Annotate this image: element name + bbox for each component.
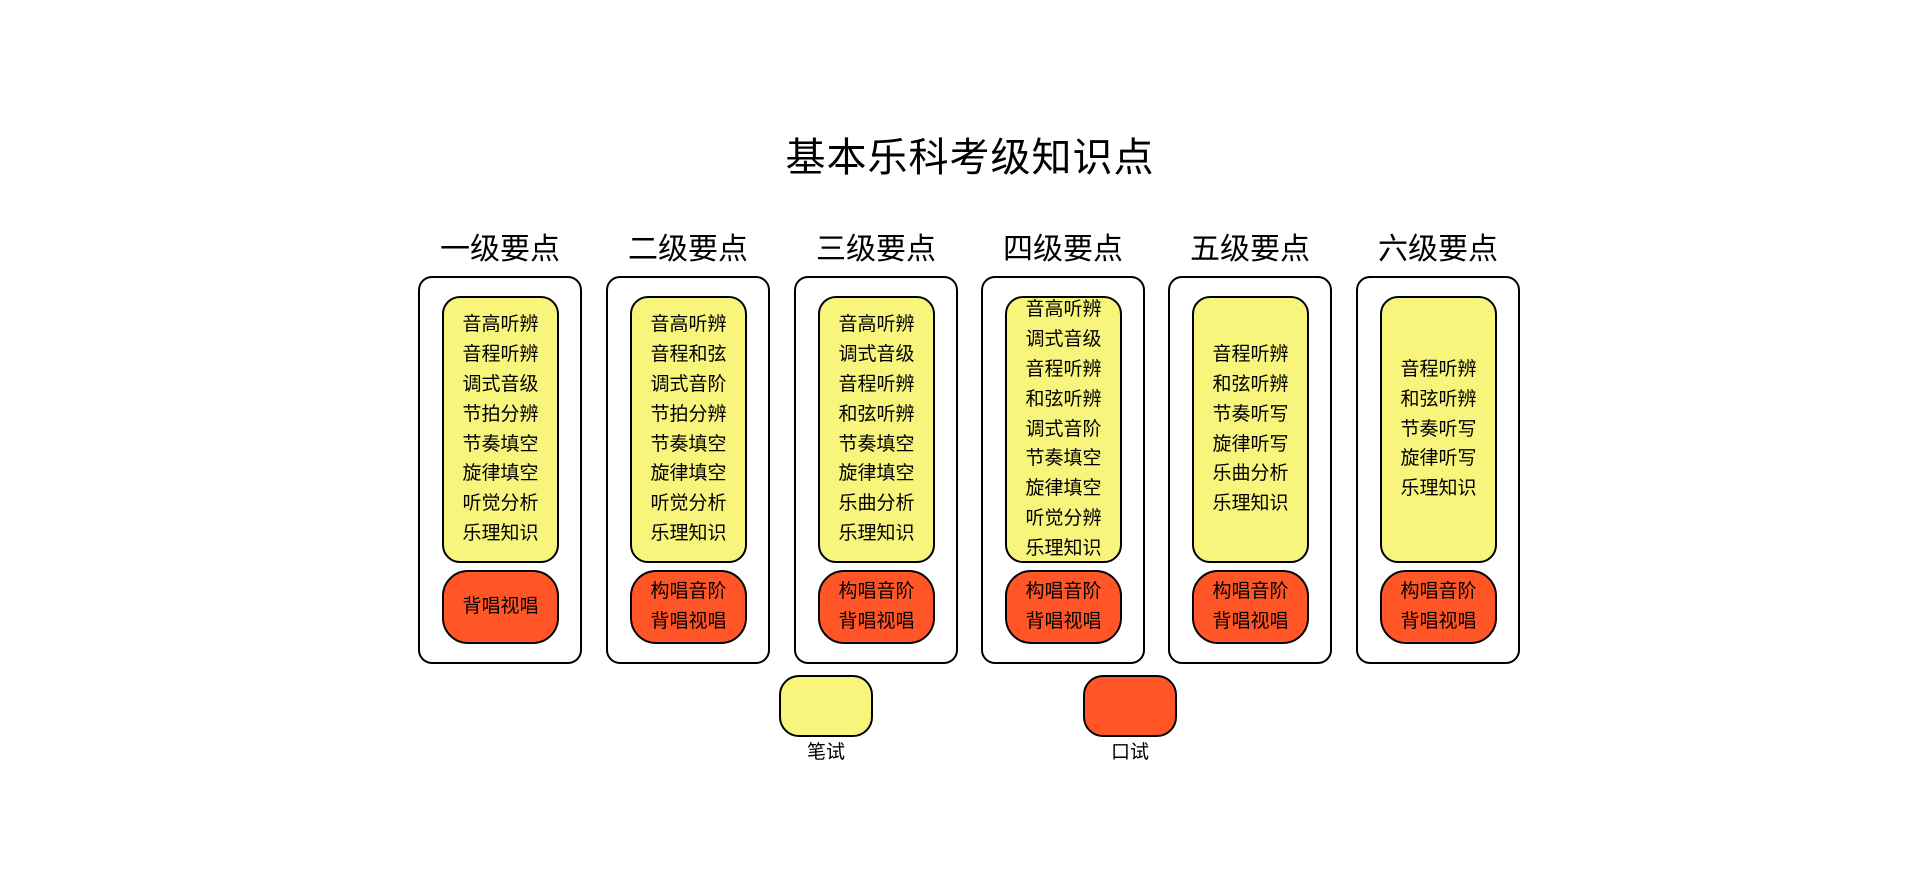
written-item: 乐曲分析 (838, 492, 915, 515)
oral-item: 背唱视唱 (1212, 610, 1289, 632)
oral-exam-block: 背唱视唱 (442, 570, 559, 644)
written-exam-block: 音高听辨调式音级音程听辨和弦听辨节奏填空旋律填空乐曲分析乐理知识 (818, 296, 935, 563)
oral-exam-block: 构唱音阶背唱视唱 (1005, 570, 1122, 644)
written-item: 音高听辨 (650, 313, 727, 336)
written-item: 节拍分辨 (650, 402, 727, 425)
written-item: 乐理知识 (1212, 492, 1289, 515)
written-item: 音程听辨 (838, 372, 915, 395)
oral-item: 构唱音阶 (838, 580, 915, 603)
level-box: 音高听辨调式音级音程听辨和弦听辨调式音阶节奏填空旋律填空听觉分辨乐理知识构唱音阶… (981, 276, 1145, 664)
level-heading: 二级要点 (628, 232, 748, 267)
written-item: 调式音级 (462, 372, 539, 395)
written-item: 节奏填空 (650, 432, 727, 455)
written-item: 音程听辨 (1025, 358, 1102, 381)
written-item: 旋律填空 (650, 462, 727, 485)
written-item: 节奏填空 (1025, 447, 1102, 470)
oral-item: 背唱视唱 (838, 610, 915, 632)
written-item: 旋律听写 (1212, 432, 1289, 455)
written-item: 听觉分析 (650, 492, 727, 515)
written-item: 音高听辨 (462, 313, 539, 336)
oral-exam-block: 构唱音阶背唱视唱 (1380, 570, 1497, 644)
legend-oral-label: 口试 (1110, 741, 1149, 763)
oral-item: 背唱视唱 (1400, 610, 1477, 632)
level-box: 音高听辨音程和弦调式音阶节拍分辨节奏填空旋律填空听觉分析乐理知识构唱音阶背唱视唱 (606, 276, 770, 664)
written-exam-block: 音高听辨音程和弦调式音阶节拍分辨节奏填空旋律填空听觉分析乐理知识 (630, 296, 747, 563)
level-column-4: 四级要点音高听辨调式音级音程听辨和弦听辨调式音阶节奏填空旋律填空听觉分辨乐理知识… (981, 228, 1145, 664)
written-item: 乐曲分析 (1212, 462, 1289, 485)
written-item: 调式音级 (1025, 328, 1102, 351)
oral-item: 背唱视唱 (462, 595, 539, 618)
level-column-2: 二级要点音高听辨音程和弦调式音阶节拍分辨节奏填空旋律填空听觉分析乐理知识构唱音阶… (606, 228, 770, 664)
written-item: 节奏听写 (1400, 417, 1477, 440)
written-item: 旋律听写 (1400, 447, 1477, 470)
written-item: 乐理知识 (1025, 536, 1102, 559)
written-item: 和弦听辨 (1212, 372, 1289, 395)
level-box: 音程听辨和弦听辨节奏听写旋律听写乐理知识构唱音阶背唱视唱 (1356, 276, 1520, 664)
written-item: 音程听辨 (1400, 358, 1477, 380)
written-exam-block: 音高听辨调式音级音程听辨和弦听辨调式音阶节奏填空旋律填空听觉分辨乐理知识 (1005, 296, 1122, 563)
written-item: 和弦听辨 (838, 402, 915, 425)
level-heading: 四级要点 (1003, 232, 1123, 267)
level-box: 音高听辨调式音级音程听辨和弦听辨节奏填空旋律填空乐曲分析乐理知识构唱音阶背唱视唱 (794, 276, 958, 664)
oral-item: 构唱音阶 (650, 580, 727, 603)
legend-oral-swatch (1083, 675, 1177, 737)
oral-exam-block: 构唱音阶背唱视唱 (1192, 570, 1309, 644)
written-item: 音高听辨 (838, 313, 915, 336)
level-column-5: 五级要点音程听辨和弦听辨节奏听写旋律听写乐曲分析乐理知识构唱音阶背唱视唱 (1168, 228, 1332, 664)
level-column-3: 三级要点音高听辨调式音级音程听辨和弦听辨节奏填空旋律填空乐曲分析乐理知识构唱音阶… (794, 228, 958, 664)
written-item: 旋律填空 (1025, 477, 1102, 500)
level-heading: 一级要点 (440, 232, 560, 267)
level-box: 音高听辨音程听辨调式音级节拍分辨节奏填空旋律填空听觉分析乐理知识背唱视唱 (418, 276, 582, 664)
written-item: 乐理知识 (1400, 477, 1477, 500)
diagram-title: 基本乐科考级知识点 (785, 135, 1155, 181)
written-item: 节奏听写 (1212, 402, 1289, 425)
written-item: 调式音阶 (1025, 417, 1102, 440)
written-exam-block: 音程听辨和弦听辨节奏听写旋律听写乐理知识 (1380, 296, 1497, 563)
oral-item: 构唱音阶 (1025, 580, 1102, 603)
oral-item: 背唱视唱 (1025, 610, 1102, 632)
oral-item: 构唱音阶 (1400, 580, 1477, 603)
written-exam-block: 音程听辨和弦听辨节奏听写旋律听写乐曲分析乐理知识 (1192, 296, 1309, 563)
written-item: 音高听辨 (1025, 298, 1102, 321)
written-item: 音程和弦 (650, 343, 727, 366)
written-item: 节奏填空 (462, 432, 539, 455)
written-item: 和弦听辨 (1025, 387, 1102, 410)
written-item: 和弦听辨 (1400, 387, 1477, 410)
legend-written-label: 笔试 (806, 741, 845, 763)
oral-item: 构唱音阶 (1212, 580, 1289, 603)
written-item: 音程听辨 (462, 343, 539, 366)
written-item: 调式音级 (838, 343, 915, 366)
oral-item: 背唱视唱 (650, 610, 727, 632)
level-heading: 三级要点 (816, 232, 936, 267)
written-item: 节拍分辨 (462, 402, 539, 425)
written-item: 音程听辨 (1212, 343, 1289, 366)
oral-exam-block: 构唱音阶背唱视唱 (630, 570, 747, 644)
legend-written-swatch (779, 675, 873, 737)
written-item: 听觉分辨 (1025, 507, 1102, 529)
written-item: 听觉分析 (462, 492, 539, 515)
level-column-1: 一级要点音高听辨音程听辨调式音级节拍分辨节奏填空旋律填空听觉分析乐理知识背唱视唱 (418, 228, 582, 664)
written-item: 调式音阶 (650, 372, 727, 395)
written-item: 旋律填空 (838, 462, 915, 485)
oral-exam-block: 构唱音阶背唱视唱 (818, 570, 935, 644)
written-item: 乐理知识 (462, 521, 539, 544)
written-item: 节奏填空 (838, 432, 915, 455)
written-item: 乐理知识 (650, 521, 727, 544)
written-item: 乐理知识 (838, 521, 915, 544)
level-heading: 六级要点 (1378, 232, 1498, 267)
level-column-6: 六级要点音程听辨和弦听辨节奏听写旋律听写乐理知识构唱音阶背唱视唱 (1356, 228, 1520, 664)
written-exam-block: 音高听辨音程听辨调式音级节拍分辨节奏填空旋律填空听觉分析乐理知识 (442, 296, 559, 563)
level-heading: 五级要点 (1190, 232, 1310, 267)
written-item: 旋律填空 (462, 462, 539, 485)
level-box: 音程听辨和弦听辨节奏听写旋律听写乐曲分析乐理知识构唱音阶背唱视唱 (1168, 276, 1332, 664)
